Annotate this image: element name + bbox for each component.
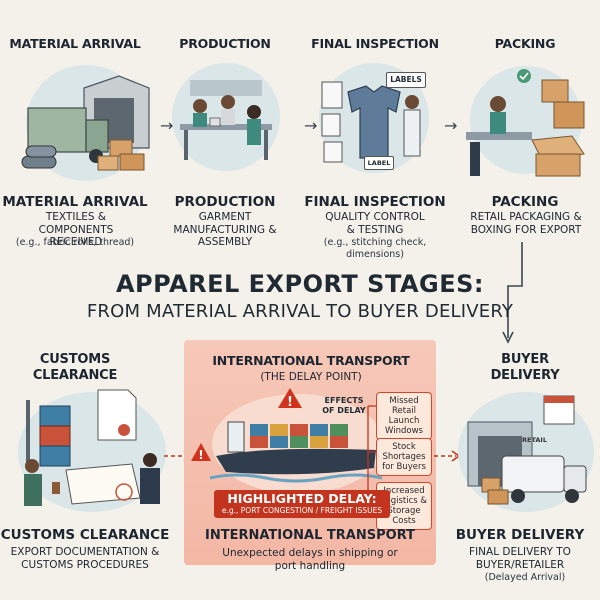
stage-example-buyer-delivery: (Delayed Arrival) (484, 572, 566, 583)
page-title: APPAREL EXPORT STAGES: (115, 270, 484, 298)
customs-illustration (18, 389, 166, 512)
stage-title-customs-clearance: CUSTOMS CLEARANCE (0, 527, 170, 543)
stage-header-international-transport: INTERNATIONAL TRANSPORT (212, 353, 410, 368)
highlighted-delay-subtitle: e.g., PORT CONGESTION / FREIGHT ISSUES (221, 506, 383, 515)
stage-desc-buyer-delivery: FINAL DELIVERY TO BUYER/RETAILER (469, 546, 571, 571)
stage-header-buyer-delivery-line2: DELIVERY (490, 368, 560, 383)
production-illustration (172, 63, 280, 171)
final-inspection-illustration (319, 63, 429, 173)
stage-title-final-inspection: FINAL INSPECTION (304, 194, 446, 210)
stage-example-material-arrival: (e.g., fabric rolls, thread) (15, 237, 135, 248)
stage-desc-customs-clearance: EXPORT DOCUMENTATION & CUSTOMS PROCEDURE… (10, 546, 160, 571)
material-arrival-illustration (21, 65, 150, 181)
page-subtitle: FROM MATERIAL ARRIVAL TO BUYER DELIVERY (86, 301, 514, 322)
highlighted-delay-title: HIGHLIGHTED DELAY: (227, 491, 377, 506)
stage-header-buyer-delivery-line1: BUYER (501, 352, 549, 367)
stage-title-international-transport: INTERNATIONAL TRANSPORT (205, 528, 415, 543)
label-tag: LABEL (364, 156, 394, 170)
stage-title-material-arrival: MATERIAL ARRIVAL (2, 194, 148, 210)
effect-box: Stock Shortages for Buyers (376, 438, 432, 476)
arrow-right-icon: → (304, 116, 318, 135)
stage-header-customs-clearance-line2: CLEARANCE (32, 368, 118, 383)
highlighted-delay-banner: HIGHLIGHTED DELAY: e.g., PORT CONGESTION… (214, 490, 390, 518)
stage-header-packing: PACKING (494, 36, 556, 51)
svg-text:!: ! (198, 448, 203, 462)
ship-illustration: ! (209, 388, 384, 494)
connector-arrow (502, 242, 523, 344)
arrow-right-icon: → (160, 116, 174, 135)
stage-example-final-inspection: (e.g., stitching check, dimensions) (323, 237, 427, 260)
stage-title-packing: PACKING (491, 194, 559, 210)
effects-title: EFFECTS OF DELAY (322, 396, 366, 415)
labels-tag: LABELS (386, 72, 426, 88)
stage-header-final-inspection: FINAL INSPECTION (311, 36, 439, 51)
buyer-delivery-illustration (458, 392, 594, 512)
stage-header-production: PRODUCTION (179, 36, 271, 51)
retail-sign: RETAIL (522, 436, 547, 444)
effect-box: Missed Retail Launch Windows (376, 392, 432, 440)
arrow-right-icon: → (444, 116, 458, 135)
warning-icon: ! (191, 443, 211, 462)
stage-header-customs-clearance-line1: CUSTOMS (39, 352, 111, 367)
effects-connector (367, 405, 376, 498)
stage-title-buyer-delivery: BUYER DELIVERY (455, 527, 585, 543)
svg-text:!: ! (287, 395, 293, 410)
packing-illustration (466, 66, 585, 177)
stage-desc-international-transport: Unexpected delays in shipping or port ha… (222, 547, 398, 572)
stage-header-material-arrival: MATERIAL ARRIVAL (9, 36, 141, 51)
stage-desc-production: GARMENT MANUFACTURING & ASSEMBLY (173, 211, 277, 248)
stage-desc-packing: RETAIL PACKAGING & BOXING FOR EXPORT (470, 211, 582, 236)
stage-title-production: PRODUCTION (174, 194, 276, 210)
delay-point-label: (THE DELAY POINT) (260, 371, 362, 383)
stage-desc-material-arrival: TEXTILES & COMPONENTS RECEIVED (38, 211, 114, 248)
stage-desc-final-inspection: QUALITY CONTROL & TESTING (325, 211, 425, 236)
